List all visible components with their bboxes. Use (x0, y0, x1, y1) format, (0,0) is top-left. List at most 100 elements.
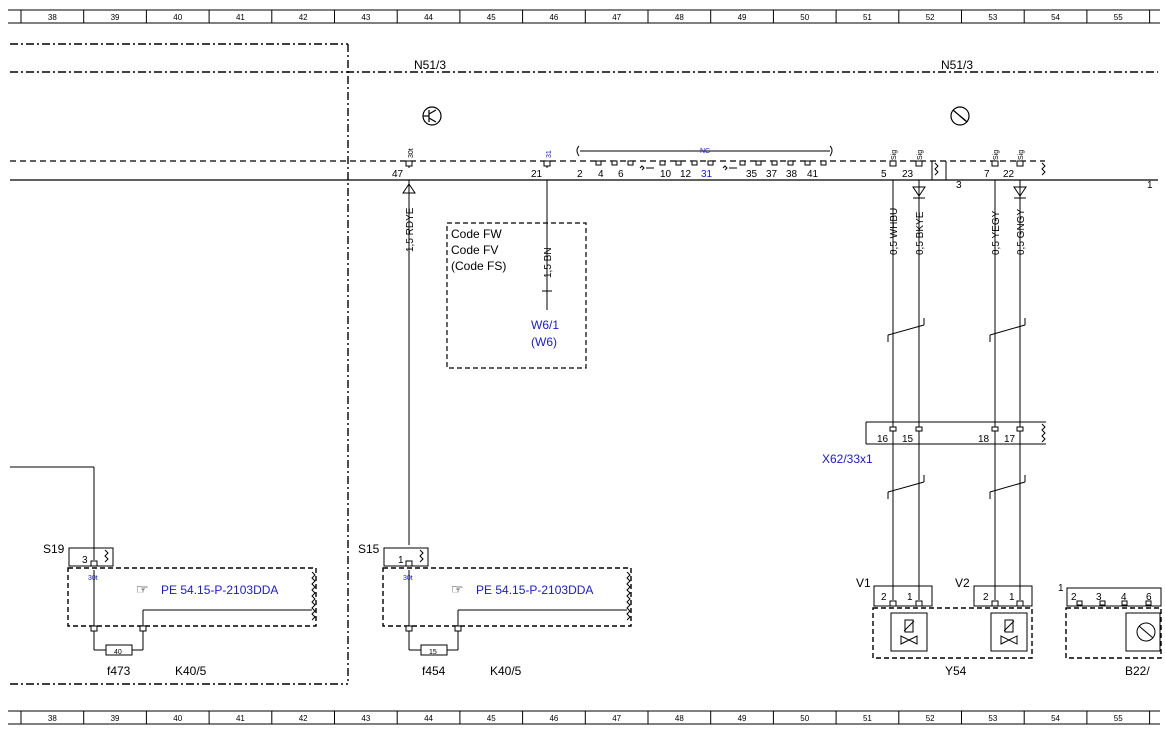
reference-hand-icon: ☞ (451, 581, 464, 597)
b22-pin-4: 4 (1121, 592, 1127, 603)
ruler-bottom-number: 43 (361, 714, 370, 723)
pin-35: 35 (746, 169, 758, 180)
pin-37: 37 (766, 169, 778, 180)
signal-wires (887, 180, 1027, 600)
b22-pin-2: 2 (1071, 592, 1077, 603)
ruler-top-number: 47 (612, 13, 621, 22)
pin-12: 12 (680, 169, 692, 180)
pin-1: 1 (1147, 180, 1153, 191)
ruler-top-number: 52 (926, 13, 935, 22)
s15-label: S15 (358, 542, 380, 556)
ruler-bottom-number: 49 (738, 714, 747, 723)
ruler-top-number: 53 (988, 13, 997, 22)
ruler-top-number: 41 (236, 13, 245, 22)
b22-pin-6: 6 (1146, 592, 1152, 603)
x62-pin-17: 17 (1004, 434, 1016, 445)
v1-pin-2: 2 (881, 592, 887, 603)
terminal-sig-1: Sig (891, 150, 898, 160)
terminal-sig-2: Sig (917, 150, 924, 160)
pin-31: 31 (701, 169, 713, 180)
wire-label-whbu: 0,5 WHBU (889, 208, 900, 255)
transistor-icon (422, 106, 442, 126)
ruler-top-number: 39 (111, 13, 120, 22)
pin-4: 4 (598, 169, 604, 180)
fuse-f473: f473 (107, 664, 131, 678)
pin-47: 47 (392, 169, 404, 180)
fuse-f454: f454 (422, 664, 446, 678)
ruler-top-number: 46 (549, 13, 558, 22)
ruler-bottom-number: 54 (1051, 714, 1060, 723)
x62-label: X62/33x1 (822, 452, 873, 466)
x62-pin-15: 15 (902, 434, 914, 445)
ruler-bottom-number: 48 (675, 714, 684, 723)
ruler-bottom-number: 44 (424, 714, 433, 723)
ruler-top-number: 42 (299, 13, 308, 22)
ruler-bottom-number: 40 (173, 714, 182, 723)
code-fs: (Code FS) (451, 259, 506, 273)
ruler-top-number: 43 (361, 13, 370, 22)
ruler-bottom-number: 50 (800, 714, 809, 723)
relay-k40-right: K40/5 (490, 664, 522, 678)
pin-22: 22 (1003, 169, 1015, 180)
ruler-top-number: 44 (424, 13, 433, 22)
ruler-top-number: 49 (738, 13, 747, 22)
ruler-bottom-number: 53 (988, 714, 997, 723)
s19-pin: 3 (82, 555, 88, 566)
reference-hand-icon: ☞ (136, 581, 149, 597)
terminal-sig-3: Sig (993, 150, 1000, 160)
v2-pin-2: 2 (983, 592, 989, 603)
code-box (446, 222, 587, 369)
pin-5: 5 (881, 169, 887, 180)
pin-2: 2 (577, 169, 583, 180)
v2-label: V2 (955, 576, 970, 590)
ruler-bottom-number: 45 (487, 714, 496, 723)
s19-label: S19 (43, 542, 65, 556)
ruler-bottom-number: 46 (549, 714, 558, 723)
svg-text:☞: ☞ (451, 581, 464, 597)
pin-10: 10 (660, 169, 672, 180)
relay-block-left (10, 466, 317, 656)
svg-text:☞: ☞ (136, 581, 149, 597)
reference-right[interactable]: PE 54.15-P-2103DDA (476, 583, 593, 597)
ruler-bottom-number: 39 (111, 714, 120, 723)
ruler-top-number: 54 (1051, 13, 1060, 22)
fuse-40-rating: 40 (114, 649, 122, 656)
ruler-bottom-number: 41 (236, 714, 245, 723)
sensor-b22 (1065, 587, 1162, 659)
wire-bn (542, 180, 552, 310)
pin-21: 21 (531, 169, 543, 180)
n51-boundary (10, 43, 1158, 685)
code-fw: Code FW (451, 227, 502, 241)
pin-7: 7 (984, 169, 990, 180)
pin-41: 41 (807, 169, 819, 180)
v1-label: V1 (856, 576, 871, 590)
ruler-top-number: 38 (48, 13, 57, 22)
ground-w6-1: W6/1 (531, 318, 559, 332)
sensor-icon (950, 106, 970, 126)
relay-block-right (382, 547, 632, 656)
pin-6: 6 (618, 169, 624, 180)
reference-left[interactable]: PE 54.15-P-2103DDA (161, 583, 278, 597)
valve-block-y54 (872, 585, 1033, 659)
x62-pin-18: 18 (978, 434, 990, 445)
ruler-top-number: 50 (800, 13, 809, 22)
terminal-sig-4: Sig (1018, 150, 1025, 160)
ruler-bottom-number: 38 (48, 714, 57, 723)
connector-x62 (865, 421, 1046, 445)
wire-rdye (402, 180, 416, 545)
ruler-bottom-number: 47 (612, 714, 621, 723)
wire-label-rdye: 1,5 RDYE (405, 207, 416, 252)
ruler-top-number: 51 (863, 13, 872, 22)
b22-pin-3: 3 (1096, 592, 1102, 603)
n51-label-left: N51/3 (414, 58, 446, 72)
pin-38: 38 (786, 169, 798, 180)
s19-terminal-30t: 30t (88, 575, 98, 582)
pin-3: 3 (956, 180, 962, 191)
wire-label-bn: 1,5 BN (543, 247, 554, 278)
relay-k40-left: K40/5 (175, 664, 207, 678)
terminal-30t: 30t (408, 148, 415, 158)
